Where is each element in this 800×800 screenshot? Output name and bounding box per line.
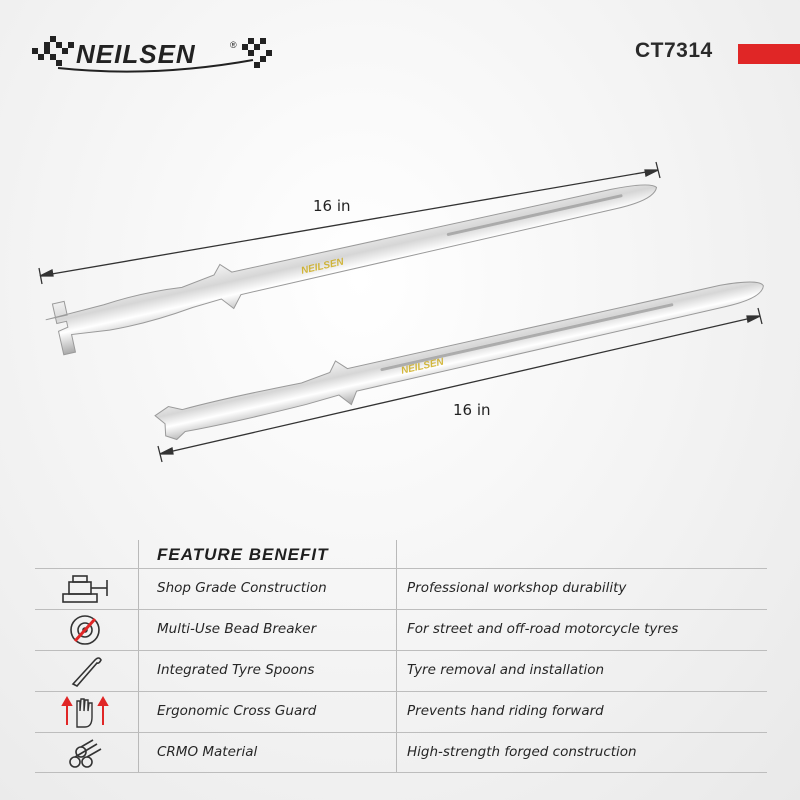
row-divider — [35, 732, 767, 733]
feature-text: CRMO Material — [157, 744, 258, 760]
neilsen-logo: NEILSEN ® — [28, 30, 278, 78]
row-divider — [35, 609, 767, 610]
brand-wordmark: NEILSEN — [76, 39, 196, 69]
tyre-lever-top: NEILSEN — [45, 184, 658, 356]
benefit-text: Prevents hand riding forward — [407, 703, 604, 719]
dimension-line-bottom — [157, 307, 763, 463]
table-row: CRMO Material High-strength forged const… — [35, 733, 767, 773]
row-divider — [35, 691, 767, 692]
feature-benefit-table: FEATURE BENEFIT Shop Grade Construction … — [0, 540, 800, 778]
hand-arrows-icon — [53, 695, 117, 729]
benefit-text: Tyre removal and installation — [407, 662, 605, 678]
product-code: CT7314 — [635, 39, 713, 62]
dimension-label-bottom: 16 in — [453, 401, 491, 419]
benefit-text: For street and off-road motorcycle tyres — [407, 621, 679, 637]
row-divider — [35, 650, 767, 651]
feature-text: Ergonomic Cross Guard — [157, 703, 317, 719]
metal-bars-icon — [53, 736, 117, 770]
table-row: Multi-Use Bead Breaker For street and of… — [35, 610, 767, 650]
table-row: Ergonomic Cross Guard Prevents hand ridi… — [35, 692, 767, 732]
table-row: Shop Grade Construction Professional wor… — [35, 569, 767, 609]
feature-text: Integrated Tyre Spoons — [157, 662, 315, 678]
column-divider — [138, 540, 139, 772]
feature-text: Shop Grade Construction — [157, 580, 327, 596]
tyre-lever-bottom: NEILSEN — [154, 281, 764, 441]
registered-mark: ® — [230, 40, 237, 50]
column-divider — [396, 540, 397, 772]
table-header-title: FEATURE BENEFIT — [157, 545, 329, 564]
benefit-text: Professional workshop durability — [407, 580, 627, 596]
table-header: FEATURE BENEFIT — [138, 540, 800, 568]
dimension-label-top: 16 in — [313, 197, 351, 215]
dimension-line-top — [38, 161, 661, 285]
vise-icon — [53, 572, 117, 606]
row-divider — [35, 772, 767, 773]
product-illustration: NEILSEN NEILSEN — [38, 161, 764, 463]
table-row: Integrated Tyre Spoons Tyre removal and … — [35, 651, 767, 691]
feature-text: Multi-Use Bead Breaker — [157, 621, 317, 637]
row-divider — [35, 568, 767, 569]
accent-bar — [738, 44, 800, 64]
tyre-wrench-icon — [53, 613, 117, 647]
tyre-spoon-icon — [53, 654, 117, 688]
benefit-text: High-strength forged construction — [407, 744, 637, 760]
